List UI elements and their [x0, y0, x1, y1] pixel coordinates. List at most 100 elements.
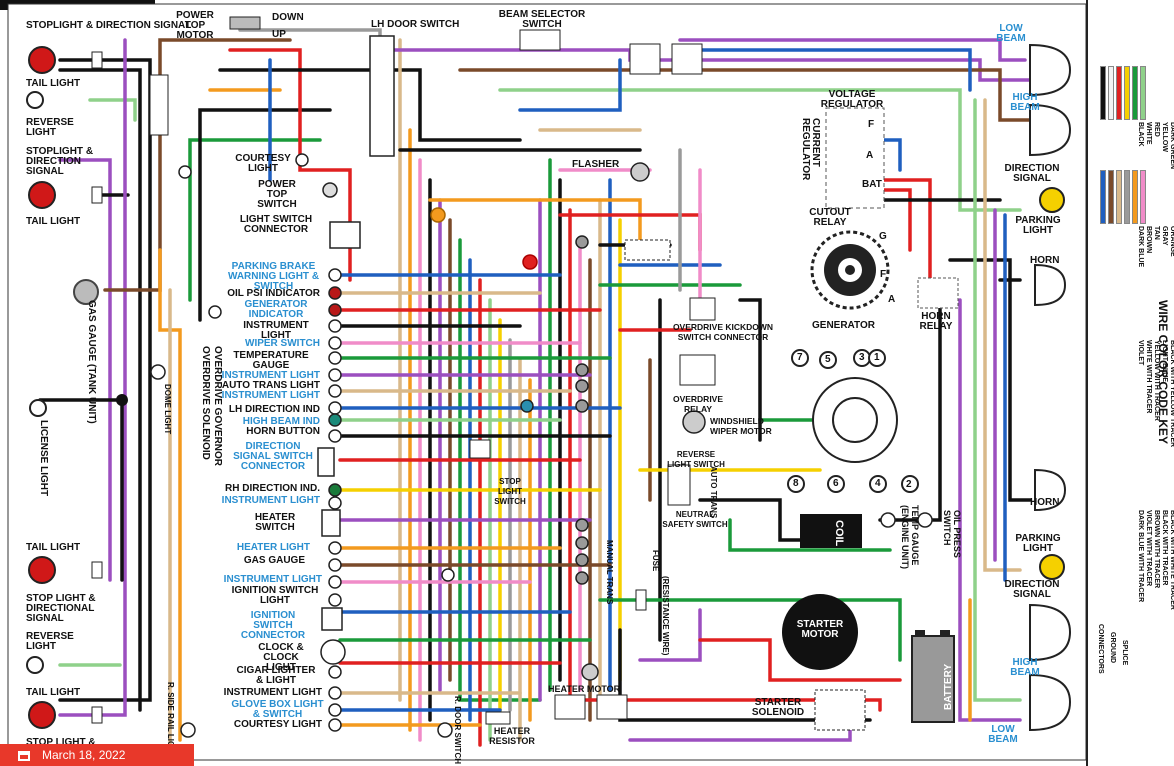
- label-low-beam-top: LOW BEAM: [996, 23, 1026, 44]
- beam-selector-switch: [519, 29, 561, 51]
- label-stoplight-direction-2: STOPLIGHT & DIRECTION SIGNAL: [26, 146, 94, 177]
- label-horn-bottom: HORN: [1030, 497, 1060, 508]
- key-swatch: [1132, 170, 1138, 224]
- label-low-beam-bottom: LOW BEAM: [988, 724, 1018, 745]
- label-overdrive-governor: OVERDRIVE GOVERNOR: [212, 346, 223, 467]
- date-text: March 18, 2022: [42, 748, 126, 762]
- label-reverse-light-switch: REVERSE LIGHT SWITCH: [667, 450, 725, 469]
- label-stoplight-direction-3: STOP LIGHT & DIRECTIONAL SIGNAL: [26, 593, 96, 624]
- dash-label: GLOVE BOX LIGHT & SWITCH: [231, 699, 324, 720]
- center-bundle: [218, 28, 1032, 747]
- dash-label: RH DIRECTION IND.: [225, 483, 320, 494]
- key-swatch: [1124, 66, 1130, 120]
- power-top-motor: [229, 16, 261, 30]
- dash-label: INSTRUMENT LIGHT: [221, 390, 320, 401]
- label-tail-light-1: TAIL LIGHT: [26, 78, 81, 89]
- key-symbol-splice: SPLICE: [1121, 640, 1128, 666]
- starter-solenoid-box: [814, 689, 866, 731]
- key-swatch-label: YELLOW: [1161, 122, 1168, 152]
- dash-label: TEMPERATURE GAUGE: [233, 350, 309, 371]
- dist-num-4: 4: [875, 478, 881, 489]
- label-license-light: LICENSE LIGHT: [38, 420, 49, 497]
- dash-label: IGNITION SWITCH LIGHT: [231, 585, 319, 606]
- reg-terminal-a: A: [866, 150, 874, 161]
- key-tracer-label: BLACK WITH YELLOW TRACER: [1169, 340, 1174, 448]
- label-flasher: FLASHER: [572, 159, 620, 170]
- coil-body: [800, 514, 862, 548]
- label-overdrive-kickdown: OVERDRIVE KICKDOWN SWITCH CONNECTOR: [672, 322, 774, 342]
- dist-num-1: 1: [874, 352, 880, 363]
- key-tracer2-label: BROWN WITH TRACER: [1153, 510, 1160, 589]
- label-tail-light-4: TAIL LIGHT: [26, 687, 81, 698]
- dist-num-7: 7: [797, 352, 803, 363]
- label-lh-door-switch: LH DOOR SWITCH: [371, 19, 460, 30]
- label-reverse-light-2: REVERSE LIGHT: [26, 631, 74, 652]
- dist-num-3: 3: [859, 352, 865, 363]
- label-temp-gauge: TEMP GAUGE (ENGINE UNIT): [900, 505, 920, 569]
- label-heater-resistor: HEATER RESISTOR: [489, 726, 535, 746]
- label-resistance-wire: (RESISTANCE WIRE): [661, 576, 670, 656]
- key-swatch: [1108, 170, 1114, 224]
- label-cutout-relay: CUTOUT RELAY: [809, 207, 851, 228]
- label-direction-signal-top: DIRECTION SIGNAL: [1004, 163, 1060, 184]
- dash-label: COURTESY LIGHT: [235, 153, 291, 174]
- dash-label: COURTESY LIGHT: [233, 719, 322, 730]
- date-badge: March 18, 2022: [0, 744, 194, 766]
- label-reverse-light-1: REVERSE LIGHT: [26, 117, 74, 138]
- label-generator: GENERATOR: [812, 320, 875, 331]
- key-swatch-label: BROWN: [1145, 226, 1152, 254]
- headlamps: [1029, 43, 1072, 732]
- left-harness: [38, 38, 332, 762]
- starter-motor-body: [782, 594, 858, 670]
- dist-num-2: 2: [906, 479, 912, 490]
- key-swatch-label: GRAY: [1161, 226, 1168, 246]
- label-manual-trans: MANUAL TRANS: [605, 540, 614, 605]
- dash-label: LIGHT SWITCH CONNECTOR: [239, 214, 313, 235]
- key-tracer2-label: DARK BLUE WITH TRACER: [1137, 510, 1144, 603]
- label-tail-light-2: TAIL LIGHT: [26, 216, 81, 227]
- voltage-regulator-box: [825, 107, 885, 209]
- label-stop-light-switch: STOP LIGHT SWITCH: [494, 477, 526, 506]
- label-stop-light-partial: STOP LIGHT &: [26, 737, 96, 748]
- label-dome-light: DOME LIGHT: [163, 384, 172, 435]
- dash-label: INSTRUMENT LIGHT: [221, 370, 320, 381]
- key-tracer-label: WHITE WITH TRACER: [1145, 340, 1152, 414]
- label-neutral-safety: NEUTRAL SAFETY SWITCH: [662, 510, 728, 529]
- dash-label: PARKING BRAKE WARNING LIGHT & SWITCH: [227, 261, 320, 292]
- key-swatch-label: TAN: [1153, 226, 1160, 240]
- key-swatch-label: BLACK: [1137, 122, 1144, 147]
- key-symbol-ground: GROUND: [1109, 632, 1116, 664]
- key-swatch-label: ORANGE: [1169, 226, 1174, 257]
- dash-label: INSTRUMENT LIGHT: [221, 495, 320, 506]
- key-swatch-label: DARK BLUE: [1137, 226, 1144, 268]
- key-symbol-connectors: CONNECTORS: [1097, 624, 1104, 674]
- key-swatch: [1124, 170, 1130, 224]
- key-tracer-label: VIOLET: [1137, 340, 1144, 366]
- dash-label: INSTRUMENT LIGHT: [223, 574, 322, 585]
- label-beam-selector: BEAM SELECTOR SWITCH: [498, 9, 586, 30]
- label-starter-motor: STARTER MOTOR: [796, 619, 844, 640]
- dist-num-8: 8: [793, 478, 799, 489]
- label-power-top-motor: POWER TOP MOTOR: [176, 10, 214, 41]
- label-coil: COIL: [833, 520, 845, 547]
- key-swatch: [1140, 66, 1146, 120]
- label-overdrive-solenoid: OVERDRIVE SOLENOID: [200, 346, 211, 460]
- key-tracer2-label: VIOLET WITH TRACER: [1145, 510, 1152, 587]
- label-down: DOWN: [272, 12, 304, 23]
- key-swatch: [1140, 170, 1146, 224]
- dash-label: WIPER SWITCH: [245, 338, 320, 349]
- dash-label: CLOCK & CLOCK LIGHT: [258, 642, 304, 673]
- dash-label: INSTRUMENT LIGHT: [243, 320, 309, 341]
- label-battery: BATTERY: [943, 663, 954, 710]
- dash-label: OIL PSI INDICATOR: [227, 288, 320, 299]
- reg-terminal-bat: BAT: [862, 179, 882, 190]
- calendar-icon: [18, 750, 30, 761]
- label-horn-top: HORN: [1030, 255, 1060, 266]
- gen-terminal-g: G: [879, 231, 887, 242]
- label-fuse: FUSE: [651, 550, 660, 572]
- label-starter-solenoid: STARTER SOLENOID: [751, 697, 805, 718]
- gen-terminal-a: A: [888, 294, 896, 305]
- label-tail-light-3: TAIL LIGHT: [26, 542, 81, 553]
- label-parking-light-top: PARKING LIGHT: [1015, 215, 1061, 236]
- label-oil-press: OIL PRESS SWITCH: [942, 510, 962, 558]
